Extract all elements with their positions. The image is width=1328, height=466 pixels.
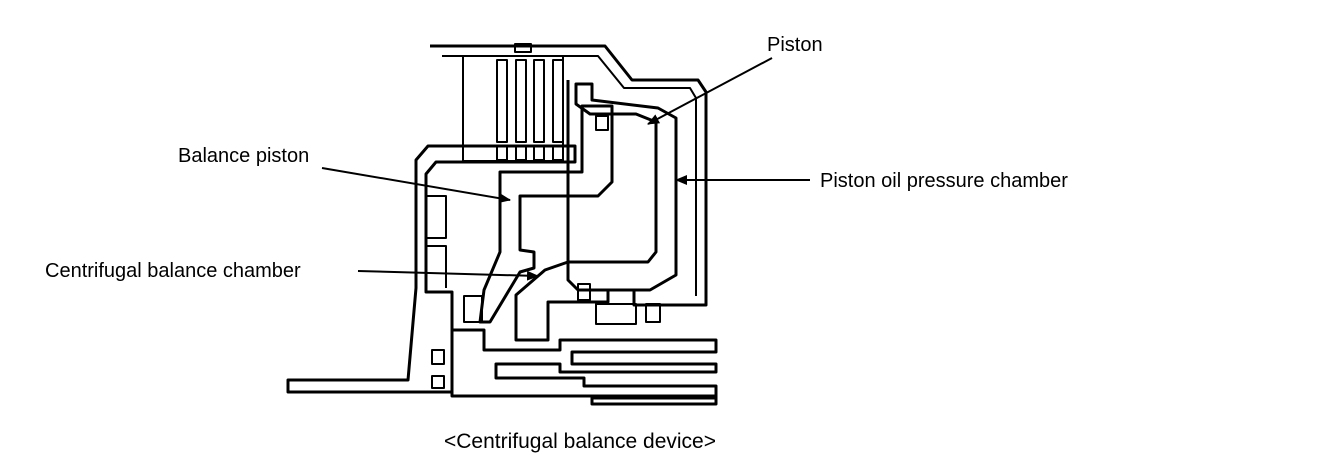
hub-inner-rib	[426, 195, 447, 239]
hub-structure	[286, 144, 577, 394]
seal	[595, 115, 609, 131]
piston-body	[566, 82, 678, 292]
retainer	[595, 303, 637, 325]
seal	[463, 295, 483, 323]
clutch-drum-inner	[442, 55, 697, 296]
seal	[431, 375, 445, 389]
clutch-plate-lower	[496, 145, 508, 161]
label-centrifugal-balance-chamber: Centrifugal balance chamber	[45, 260, 301, 282]
clutch-plate-lower	[533, 145, 545, 161]
lower-hub	[450, 328, 718, 406]
snap-ring	[514, 43, 532, 53]
seal	[577, 283, 591, 301]
leader-centrifugal-balance-chamber	[357, 270, 539, 281]
clutch-plate-lower	[552, 145, 564, 161]
seal	[431, 349, 445, 365]
label-piston-oil-pressure-chamber: Piston oil pressure chamber	[820, 170, 1068, 192]
label-centrifugal-balance-chamber-group: Centrifugal balance chamber	[45, 260, 539, 282]
label-piston: Piston	[767, 34, 823, 56]
label-piston-group: Piston	[647, 34, 823, 125]
leader-balance-piston	[321, 167, 511, 204]
label-balance-piston: Balance piston	[178, 145, 309, 167]
clutch-plate	[515, 59, 527, 143]
label-piston-oil-pressure-chamber-group: Piston oil pressure chamber	[675, 170, 1068, 192]
clutch-plate	[552, 59, 564, 143]
leader-piston	[647, 57, 773, 125]
hub-inner-rib	[426, 245, 447, 288]
label-balance-piston-group: Balance piston	[178, 145, 511, 204]
clutch-plate	[496, 59, 508, 143]
diagram-caption: <Centrifugal balance device>	[444, 430, 716, 453]
clutch-cross-section	[286, 43, 718, 406]
clutch-plate-lower	[515, 145, 527, 161]
clutch-plate	[533, 59, 545, 143]
seal	[645, 303, 661, 323]
